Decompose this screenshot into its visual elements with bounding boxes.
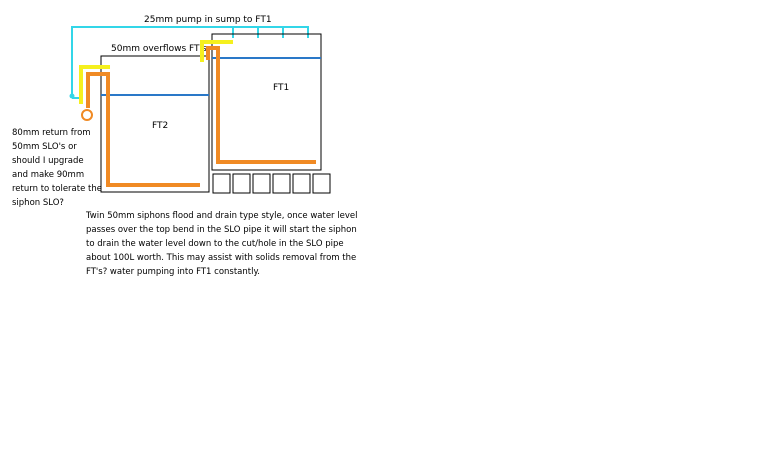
ft1-label: FT1 (273, 83, 289, 93)
stand-block (272, 173, 291, 194)
pump-inlet-dot (69, 93, 75, 99)
tank-stand-blocks (212, 173, 331, 194)
siphon-pipes (86, 46, 316, 187)
overflow-pipes (79, 40, 233, 104)
siphon-description-note: Twin 50mm siphons flood and drain type s… (86, 211, 358, 277)
return-outlet-ring (81, 109, 93, 121)
ft2-label: FT2 (152, 121, 168, 131)
stand-block (232, 173, 251, 194)
stand-block (312, 173, 331, 194)
return-question-note: 80mm return from 50mm SLO's or should I … (12, 128, 102, 208)
stand-block (212, 173, 231, 194)
pump-label: 25mm pump in sump to FT1 (144, 15, 272, 25)
stand-block (292, 173, 311, 194)
ft2-tank (100, 55, 210, 193)
stand-block (252, 173, 271, 194)
ft1-tank (211, 33, 322, 171)
overflows-label: 50mm overflows FT's (111, 44, 207, 54)
